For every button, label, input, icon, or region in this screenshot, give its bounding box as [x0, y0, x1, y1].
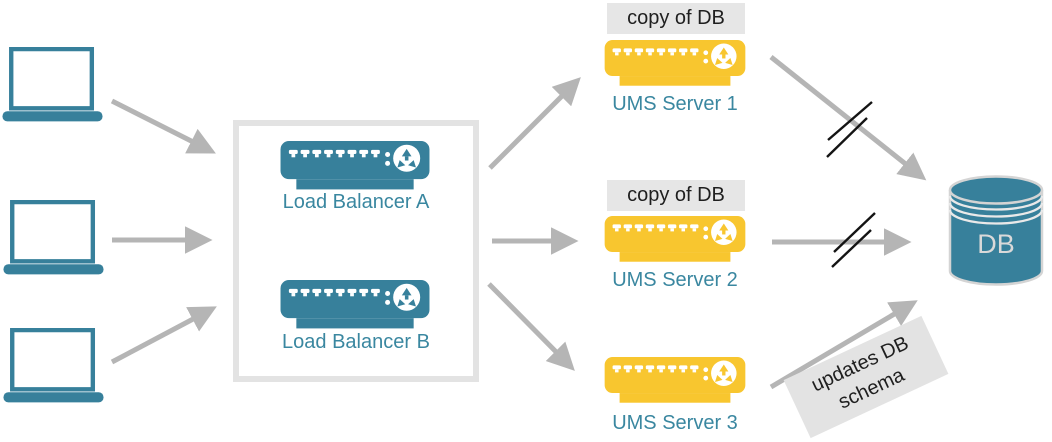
arrow-client3-to-lb	[110, 306, 217, 365]
arrow-ums3-to-db	[769, 300, 918, 390]
server-appliance-icon	[604, 216, 746, 262]
fan-out-icon	[397, 287, 416, 307]
ums-server-1-badge: copy of DB	[607, 3, 745, 34]
crossed-out-slash-ums1-a	[827, 101, 873, 141]
fan-out-icon	[715, 223, 733, 242]
arrow-ums1-to-db	[769, 55, 927, 181]
server-appliance-icon	[280, 141, 430, 190]
load-balancer-a-label: Load Balancer A	[282, 191, 430, 213]
database-cylinder-icon: DB	[948, 175, 1044, 286]
server-appliance-icon	[604, 357, 746, 403]
server-appliance-icon	[280, 280, 430, 329]
fan-out-icon	[715, 47, 733, 66]
server-appliance-icon	[604, 40, 746, 86]
load-balancer-b-label: Load Balancer B	[282, 331, 430, 353]
db-label: DB	[977, 229, 1015, 259]
ums-server-3-label: UMS Server 3	[612, 412, 738, 434]
laptop-icon	[3, 200, 104, 275]
crossed-out-slash-ums1-b	[826, 117, 868, 158]
arrow-lb-to-ums1	[488, 77, 581, 170]
crossed-out-slash-ums2-a	[833, 212, 876, 253]
load-balancer-group-box	[233, 120, 479, 382]
ums-server-2-badge: copy of DB	[607, 180, 745, 211]
laptop-icon	[2, 47, 103, 122]
ums-server-1-label: UMS Server 1	[612, 93, 738, 115]
crossed-out-slash-ums2-b	[831, 229, 872, 268]
fan-out-icon	[397, 148, 416, 168]
fan-out-icon	[715, 364, 733, 383]
laptop-icon	[3, 328, 104, 403]
ums-server-2-label: UMS Server 2	[612, 269, 738, 291]
arrow-client1-to-lb	[110, 98, 216, 154]
arrow-lb-to-ums3	[487, 282, 575, 371]
